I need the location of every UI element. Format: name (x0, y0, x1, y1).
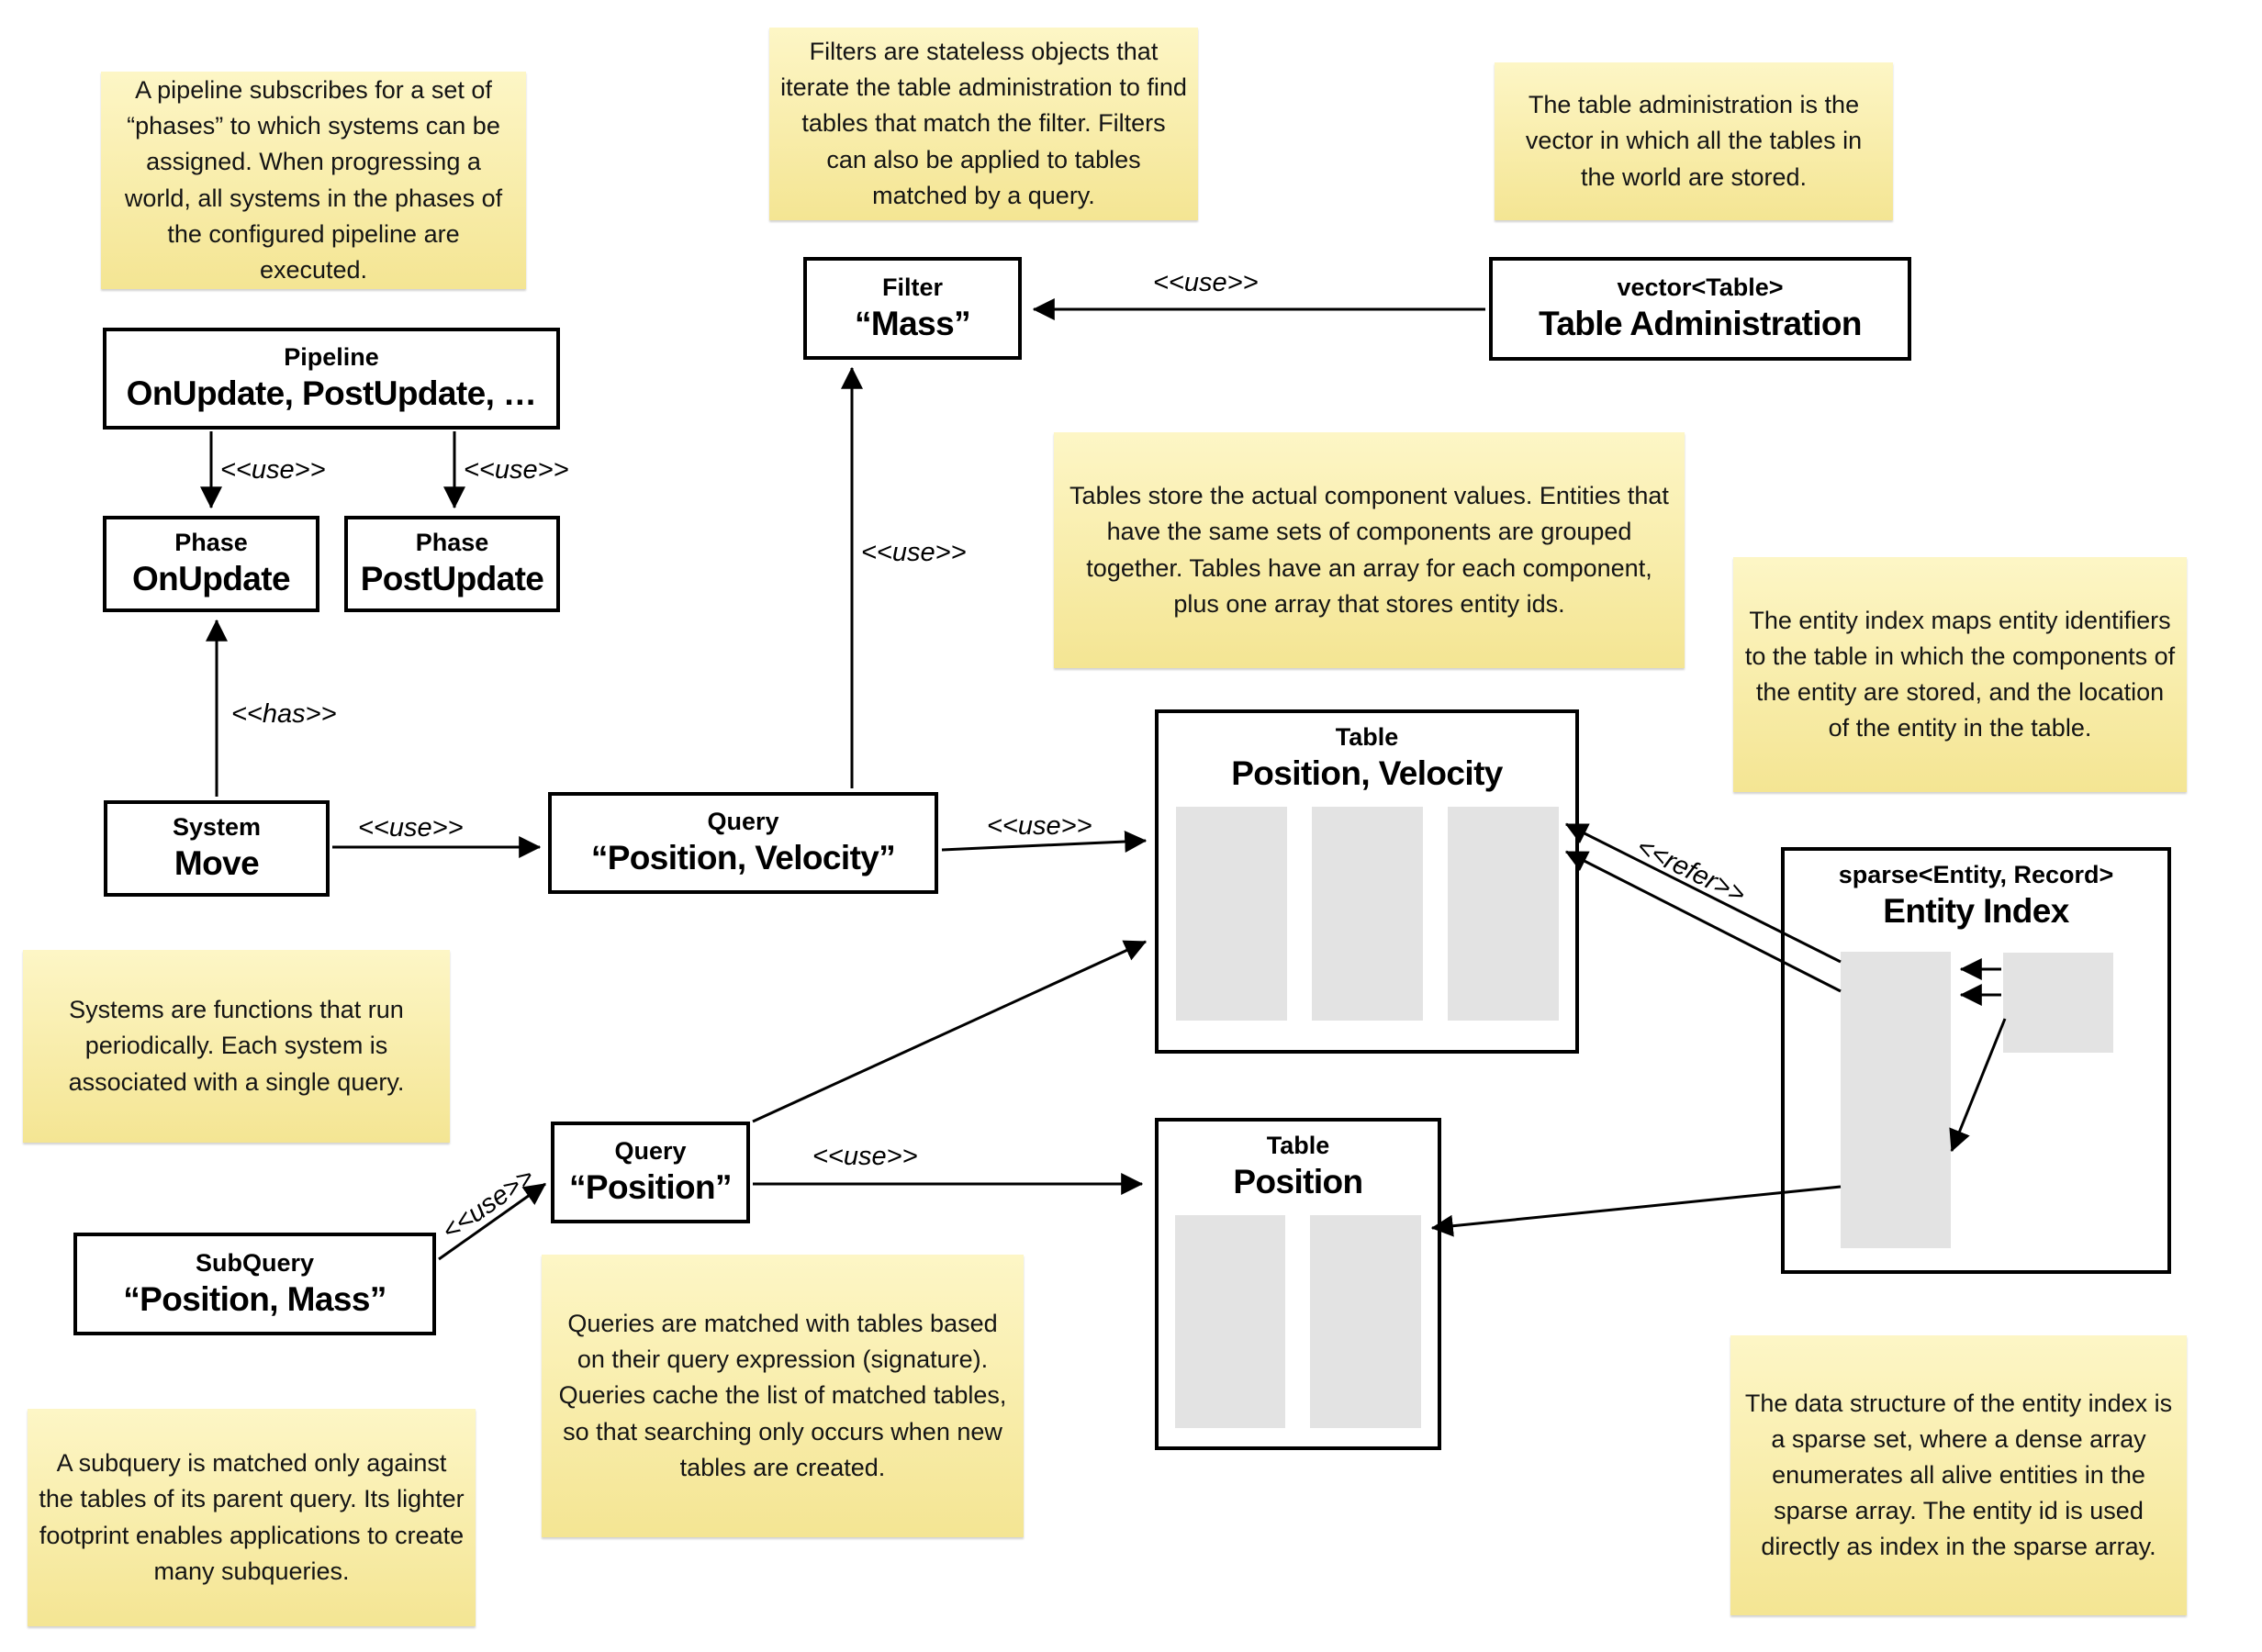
edge-label-use: <<use>> (220, 455, 326, 485)
node-table-administration-stereotype: vector<Table> (1617, 273, 1784, 302)
edge-label-use: <<use>> (861, 538, 967, 567)
sparse-array-block (1841, 952, 1951, 1248)
node-pipeline-stereotype: Pipeline (284, 343, 379, 372)
node-query-position-velocity-name: “Position, Velocity” (590, 839, 896, 877)
node-system-move-name: Move (174, 844, 260, 883)
node-phase-postupdate-stereotype: Phase (415, 529, 489, 557)
edge-label-refer: <<refer>> (1631, 832, 1751, 910)
node-phase-onupdate-name: OnUpdate (132, 560, 291, 598)
component-arrays (1175, 807, 1559, 1021)
node-phase-postupdate: Phase PostUpdate (344, 516, 560, 612)
node-system-move-stereotype: System (172, 813, 262, 842)
note-tables: Tables store the actual component values… (1054, 432, 1685, 668)
component-array (1175, 807, 1287, 1021)
component-array (1175, 1215, 1285, 1429)
edge-label-use: <<use>> (812, 1142, 918, 1171)
node-subquery-position-mass: SubQuery “Position, Mass” (73, 1233, 436, 1335)
note-subquery: A subquery is matched only against the t… (28, 1409, 476, 1626)
node-pipeline: Pipeline OnUpdate, PostUpdate, … (103, 328, 560, 430)
note-entity-index: The entity index maps entity identifiers… (1733, 557, 2187, 792)
node-table-position-stereotype: Table (1266, 1132, 1330, 1159)
node-subquery-position-mass-name: “Position, Mass” (123, 1279, 386, 1318)
dense-array-block (2003, 953, 2113, 1053)
entity-id-array (1447, 807, 1559, 1021)
node-table-administration-name: Table Administration (1539, 305, 1862, 343)
note-pipeline: A pipeline subscribes for a set of “phas… (101, 72, 526, 289)
note-queries: Queries are matched with tables based on… (542, 1255, 1024, 1537)
node-filter-mass: Filter “Mass” (803, 257, 1022, 360)
node-table-position-velocity-name: Position, Velocity (1231, 753, 1503, 792)
node-filter-mass-stereotype: Filter (881, 273, 943, 301)
node-phase-onupdate-stereotype: Phase (174, 529, 248, 557)
node-pipeline-name: OnUpdate, PostUpdate, … (126, 374, 537, 413)
connector-query-pos-to-table-pv (752, 940, 1148, 1123)
edge-label-has: <<has>> (231, 699, 337, 729)
edge-label-use: <<use>> (987, 811, 1092, 841)
node-phase-postupdate-name: PostUpdate (360, 560, 544, 598)
node-entity-index-name: Entity Index (1883, 891, 2069, 930)
component-array (1311, 807, 1423, 1021)
node-table-position-velocity-stereotype: Table (1335, 723, 1399, 751)
note-systems: Systems are functions that run periodica… (23, 950, 450, 1143)
edge-label-use: <<use>> (1153, 268, 1259, 297)
node-system-move: System Move (104, 800, 330, 897)
connector-entity-index-to-table-pos (1430, 1185, 1842, 1237)
edge-label-use: <<use>> (358, 813, 464, 843)
connector-query-pv-to-table-pv (941, 831, 1148, 854)
edge-label-use: <<use>> (436, 1162, 541, 1247)
entity-id-array (1310, 1215, 1421, 1429)
node-filter-mass-name: “Mass” (855, 304, 971, 342)
node-entity-index-stereotype: sparse<Entity, Record> (1838, 861, 2114, 888)
node-table-position: Table Position (1155, 1118, 1441, 1450)
node-subquery-position-mass-stereotype: SubQuery (195, 1248, 315, 1277)
node-query-position: Query “Position” (551, 1122, 750, 1223)
node-table-position-name: Position (1233, 1162, 1363, 1200)
note-sparse-set: The data structure of the entity index i… (1730, 1335, 2187, 1615)
node-entity-index: sparse<Entity, Record> Entity Index (1781, 847, 2171, 1274)
edge-label-use: <<use>> (464, 455, 569, 485)
component-arrays (1175, 1215, 1421, 1429)
node-table-administration: vector<Table> Table Administration (1489, 257, 1911, 361)
node-phase-onupdate: Phase OnUpdate (103, 516, 319, 612)
node-table-position-velocity: Table Position, Velocity (1155, 709, 1579, 1054)
node-query-position-velocity-stereotype: Query (707, 808, 779, 836)
node-query-position-stereotype: Query (614, 1137, 687, 1166)
node-query-position-velocity: Query “Position, Velocity” (548, 792, 938, 894)
note-table-administration: The table administration is the vector i… (1495, 62, 1893, 220)
note-filters: Filters are stateless objects that itera… (769, 28, 1198, 220)
node-query-position-name: “Position” (569, 1168, 733, 1207)
